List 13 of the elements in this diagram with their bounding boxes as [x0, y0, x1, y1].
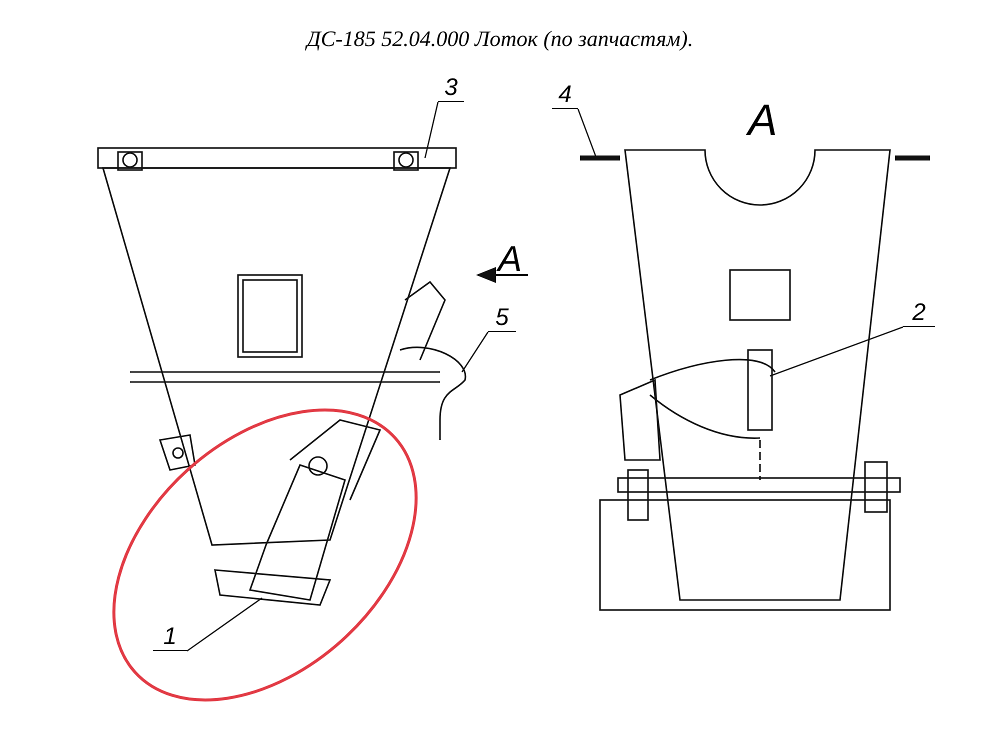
callout-number: 3	[438, 76, 464, 102]
leader-line	[770, 326, 904, 377]
view-label: A	[498, 237, 522, 281]
leader-line	[461, 332, 489, 372]
callout-number: 1	[153, 625, 187, 651]
leader-line	[186, 597, 262, 652]
leader-line	[424, 102, 439, 158]
diagram-title: ДС-185 52.04.000 Лоток (по запчастям).	[304, 25, 694, 53]
callout-number: 2	[903, 301, 935, 327]
view-label: A	[748, 95, 778, 147]
callout-number: 4	[552, 83, 578, 109]
callout-number: 5	[488, 306, 516, 332]
leader-line	[577, 108, 597, 158]
